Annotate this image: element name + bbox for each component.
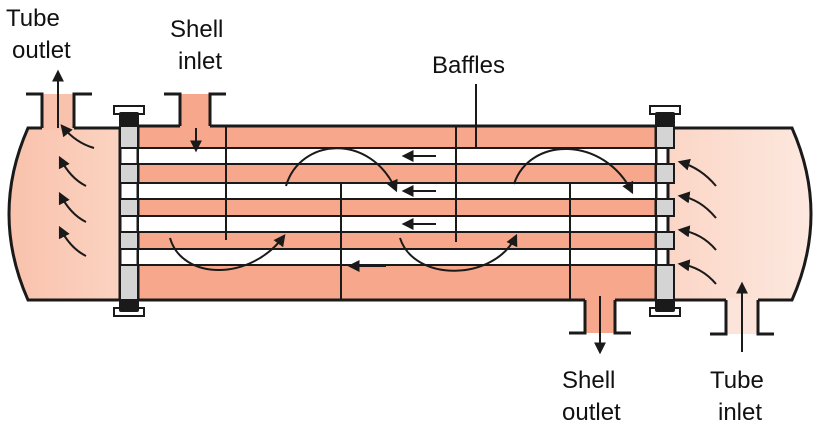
- bolt-icon: [649, 300, 681, 317]
- arrow-icon: [677, 225, 717, 251]
- tube-outlet-nozzle-right-wall: [72, 92, 92, 128]
- tube-outlet-label: Tube outlet: [6, 5, 71, 64]
- tube-flow-arrows: [347, 150, 436, 272]
- tube: [137, 182, 657, 200]
- arrow-icon: [677, 191, 717, 219]
- flange-bolts: [113, 105, 681, 317]
- arrow-icon: [677, 158, 717, 187]
- shell-outlet-label: Shell outlet: [562, 367, 622, 426]
- right-channel-head: [666, 126, 813, 302]
- arrow-icon: [677, 259, 717, 285]
- shell-outlet-nozzle-left-wall: [569, 300, 587, 335]
- left-tubesheet: [119, 125, 139, 301]
- shell-inlet-nozzle-right-wall: [208, 92, 226, 126]
- shell-flow-arrows: [169, 128, 634, 355]
- arrow-icon: [399, 233, 518, 272]
- shell-inlet-label: Shell inlet: [170, 16, 230, 75]
- arrow-icon: [58, 225, 87, 257]
- baffles-label: Baffles: [432, 52, 505, 79]
- baffles-leader-line: [458, 84, 477, 149]
- left-channel-arrows: [52, 69, 95, 257]
- tube-inlet-label: Tube inlet: [710, 367, 770, 426]
- tube: [137, 215, 657, 233]
- shell-inlet-nozzle-left-wall: [164, 92, 182, 126]
- bolt-icon: [113, 300, 145, 317]
- arrow-icon: [58, 191, 87, 223]
- baffles-group: [225, 126, 571, 300]
- arrow-icon: [169, 234, 286, 271]
- tube: [137, 147, 657, 165]
- tube-inlet-nozzle-right-wall: [756, 300, 774, 336]
- bolt-icon: [113, 105, 145, 126]
- shell-inlet-nozzle-fluid: [180, 94, 210, 129]
- arrow-icon: [58, 155, 87, 187]
- shell-outlet-nozzle-right-wall: [613, 300, 631, 335]
- tube-outlet-nozzle-left-wall: [26, 92, 44, 128]
- arrow-icon: [60, 124, 95, 149]
- right-channel-arrows: [677, 158, 748, 352]
- right-tubesheet: [655, 125, 675, 301]
- bolt-icon: [649, 105, 681, 126]
- tube-inlet-nozzle-left-wall: [710, 300, 728, 336]
- left-channel-head: [7, 126, 122, 302]
- tube: [137, 248, 657, 266]
- arrow-icon: [285, 147, 398, 193]
- arrow-icon: [513, 148, 634, 195]
